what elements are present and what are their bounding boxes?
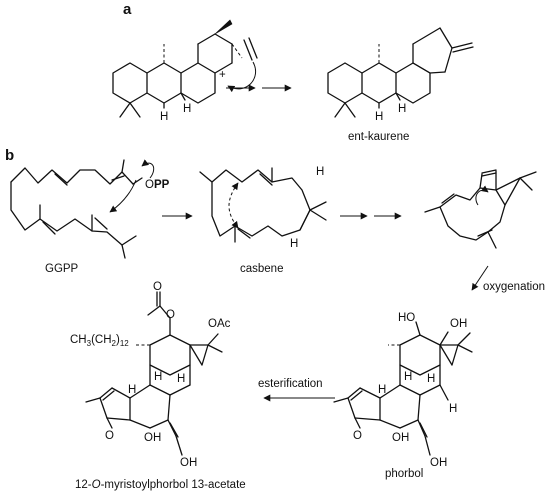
- tpa-h-3: H: [128, 384, 136, 396]
- tpa-h-2: H: [177, 373, 185, 385]
- tpa-oac: OAc: [208, 318, 231, 330]
- phorbol-oh-mid: OH: [392, 432, 409, 444]
- panel-a-h-2: H: [183, 103, 191, 115]
- casbene-h-1: H: [316, 166, 324, 178]
- tpa-ester-o: O: [166, 309, 175, 321]
- tpa-structure: [85, 291, 223, 456]
- casbene-h-2: H: [290, 238, 298, 250]
- ggpp-caption: GGPP: [45, 263, 79, 275]
- kaurene-h-1: H: [375, 111, 383, 123]
- phorbol-oh-top: OH: [450, 318, 467, 330]
- panel-a-label: a: [123, 1, 132, 18]
- tpa-oh-mid: OH: [144, 432, 161, 444]
- oxygenation-label: oxygenation: [483, 281, 545, 293]
- casbene-caption: casbene: [240, 263, 283, 275]
- phorbol-h-1: H: [404, 371, 412, 383]
- esterification-label: esterification: [258, 378, 323, 390]
- panel-b-label: b: [5, 147, 14, 164]
- phorbol-h-3: H: [449, 403, 457, 415]
- phorbol-h-4: H: [378, 384, 386, 396]
- tpa-h-1: H: [154, 371, 162, 383]
- phorbol-h-2: H: [427, 373, 435, 385]
- tpa-oh-bottom: OH: [180, 457, 197, 469]
- tigliane-precursor-structure: [424, 169, 537, 249]
- panel-a-h-1: H: [160, 111, 168, 123]
- ggpp-oxygen: O: [145, 179, 154, 191]
- phorbol-ho: HO: [398, 312, 415, 324]
- phorbol-oh-bottom: OH: [430, 457, 447, 469]
- phorbol-o: O: [353, 430, 362, 442]
- phorbol-structure: [333, 321, 473, 456]
- arrow-oxygenation: [471, 265, 489, 291]
- panel-a-plus-charge: +: [219, 69, 226, 81]
- ggpp-structure: [10, 159, 155, 259]
- panel-a-cation-structure: [112, 19, 258, 118]
- kaurene-h-2: H: [398, 103, 406, 115]
- ent-kaurene-caption: ent-kaurene: [348, 131, 409, 143]
- tpa-chain: CH3(CH2)12: [70, 334, 129, 348]
- ggpp-pp: PP: [154, 179, 170, 191]
- phorbol-caption: phorbol: [385, 468, 423, 480]
- casbene-structure: [199, 167, 327, 243]
- tpa-carbonyl-o: O: [153, 281, 162, 293]
- tpa-o: O: [105, 430, 114, 442]
- ent-kaurene-structure: [327, 27, 474, 118]
- tpa-caption: 12-O-myristoylphorbol 13-acetate: [75, 479, 246, 491]
